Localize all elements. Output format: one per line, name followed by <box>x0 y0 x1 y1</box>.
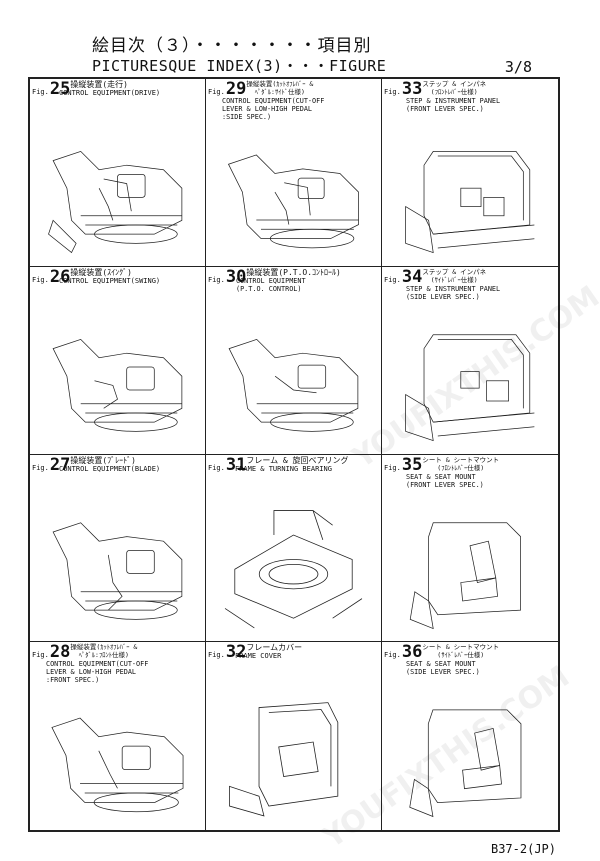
figure-title-en: CONTROL EQUIPMENT(DRIVE) <box>59 89 161 97</box>
figure-number: 30 <box>225 266 247 287</box>
figure-title-en: CONTROL EQUIPMENT(CUT-OFF LEVER & LOW-HI… <box>222 97 325 121</box>
seat-illustration <box>386 509 554 638</box>
figure-number: 29 <box>225 79 247 99</box>
figure-number: 27 <box>49 454 71 475</box>
figure-title-en: SEAT & SEAT MOUNT (FRONT LEVER SPEC.) <box>406 472 484 489</box>
figure-title-en: FRAME & TURNING BEARING <box>235 464 332 473</box>
figure-title-jp: 操縦装置(走行) <box>70 80 128 89</box>
figure-number: 33 <box>401 79 423 99</box>
figure-title-en: STEP & INSTRUMENT PANEL (FRONT LEVER SPE… <box>406 97 501 113</box>
figure-title-en: CONTROL EQUIPMENT(CUT-OFF LEVER & LOW-HI… <box>46 660 149 685</box>
figure-title-jp: ステップ & インパネ (ﾌﾛﾝﾄﾚﾊﾞｰ仕様) <box>422 80 487 96</box>
figure-title-en: SEAT & SEAT MOUNT (SIDE LEVER SPEC.) <box>406 660 480 677</box>
figure-title-jp: ステップ & インパネ (ｻｲﾄﾞﾚﾊﾞｰ仕様) <box>422 267 487 284</box>
excavator-illustration <box>34 704 201 826</box>
figure-title-jp: 操縦装置(ｶｯﾄｵﾌﾚﾊﾞｰ & ﾍﾟﾀﾞﾙ:ｻｲﾄﾞ仕様) <box>246 80 314 96</box>
cab-illustration <box>386 321 554 450</box>
figure-title-jp: 操縦装置(ﾌﾞﾚｰﾄﾞ) <box>70 455 136 465</box>
excavator-illustration <box>34 133 201 262</box>
excavator-illustration <box>210 321 377 450</box>
figure-number: 36 <box>401 642 423 663</box>
frame-cover-illustration <box>210 678 377 826</box>
index-title-en: PICTURESQUE INDEX(3)・・・FIGURE <box>92 57 387 75</box>
figure-number: 32 <box>225 642 247 663</box>
excavator-illustration <box>34 321 201 450</box>
figure-title-jp: 操縦装置(P.T.O.ｺﾝﾄﾛｰﾙ) <box>246 267 341 277</box>
figure-number: 25 <box>49 79 71 99</box>
excavator-illustration <box>210 141 377 262</box>
figure-title-jp: シート & シートマウント (ｻｲﾄﾞﾚﾊﾞｰ仕様) <box>422 643 500 660</box>
figure-number: 31 <box>225 454 247 475</box>
figure-title-en: FRAME COVER <box>235 652 282 661</box>
page-header: 絵目次（３）・・・・・・・項目別 PICTURESQUE INDEX(3)・・・… <box>92 36 532 76</box>
figure-number: 35 <box>401 454 423 475</box>
figure-title-en: CONTROL EQUIPMENT(BLADE) <box>59 464 161 473</box>
cab-illustration <box>386 133 554 262</box>
excavator-illustration <box>34 509 201 638</box>
document-code: B37-2(JP) <box>490 842 556 856</box>
figure-title-jp: フレームカバー <box>246 643 303 653</box>
figure-title-jp: 操縦装置(ｶｯﾄｵﾌﾚﾊﾞｰ & ﾍﾟﾀﾞﾙ:ﾌﾛﾝﾄ仕様) <box>70 643 138 660</box>
figure-title-en: CONTROL EQUIPMENT(SWING) <box>59 276 161 285</box>
figure-title-jp: 操縦装置(ｽｲﾝｸﾞ) <box>70 267 132 277</box>
figure-number: 26 <box>49 266 71 287</box>
figure-title-jp: フレーム & 旋回ベアリング <box>246 455 349 465</box>
figure-title-en: CONTROL EQUIPMENT (P.T.O. CONTROL) <box>236 276 306 293</box>
figure-number: 28 <box>49 642 71 663</box>
page-number: 3/8 <box>504 58 532 76</box>
figure-title-en: STEP & INSTRUMENT PANEL (SIDE LEVER SPEC… <box>406 284 501 301</box>
figure-number: 34 <box>401 266 423 287</box>
frame-illustration <box>210 491 377 638</box>
figure-title-jp: シート & シートマウント (ﾌﾛﾝﾄﾚﾊﾞｰ仕様) <box>422 455 500 472</box>
index-title-jp: 絵目次（３）・・・・・・・項目別 <box>92 36 372 56</box>
seat-illustration <box>386 696 554 826</box>
